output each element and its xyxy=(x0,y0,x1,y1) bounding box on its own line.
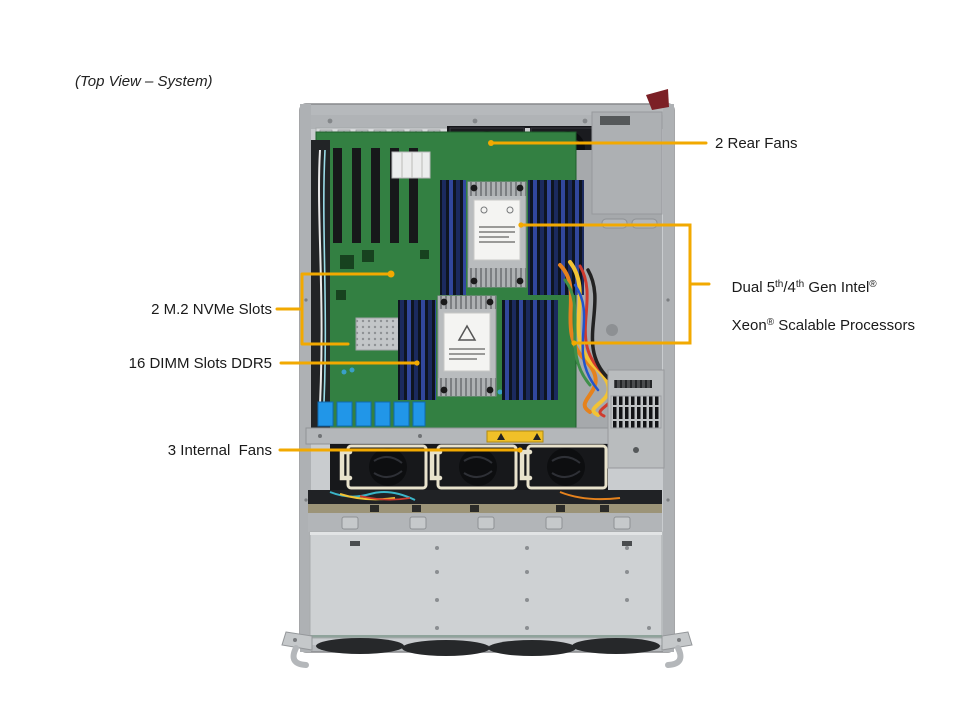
label-m2-slots: 2 M.2 NVMe Slots xyxy=(151,301,272,318)
label-dimm-slots: 16 DIMM Slots DDR5 xyxy=(128,355,272,372)
callout-lines xyxy=(275,140,711,453)
warning-label xyxy=(486,430,544,443)
dimm-banks xyxy=(398,180,584,400)
pch-heatsink xyxy=(355,317,401,351)
label-rear-fans: 2 Rear Fans xyxy=(715,135,798,152)
cpu2-heatsink xyxy=(437,295,497,397)
callout-line-processors xyxy=(518,223,711,345)
figure-title: (Top View – System) xyxy=(75,73,213,90)
label-processors: Dual 5th/4th Gen Intel® Xeon® Scalable P… xyxy=(715,261,925,355)
front-scallops xyxy=(316,638,660,656)
drive-bay-cover xyxy=(309,531,663,639)
front-cable-strip xyxy=(308,490,662,532)
crossbar xyxy=(305,427,663,445)
internal-fans xyxy=(330,444,608,490)
label-processors-line2: Xeon® Scalable Processors xyxy=(731,317,915,334)
cable-bundle xyxy=(558,260,616,418)
label-processors-line1: Dual 5th/4th Gen Intel® xyxy=(731,279,877,296)
mounting-ears xyxy=(281,631,693,668)
callout-line-m2-slots xyxy=(275,272,392,346)
blue-connectors xyxy=(317,401,426,427)
pcie-slots xyxy=(333,148,418,243)
power-connector xyxy=(391,151,431,179)
cpu1-heatsink xyxy=(467,181,527,288)
psu xyxy=(607,369,665,469)
rear-latch xyxy=(646,89,669,110)
label-internal-fans: 3 Internal Fans xyxy=(167,442,272,459)
